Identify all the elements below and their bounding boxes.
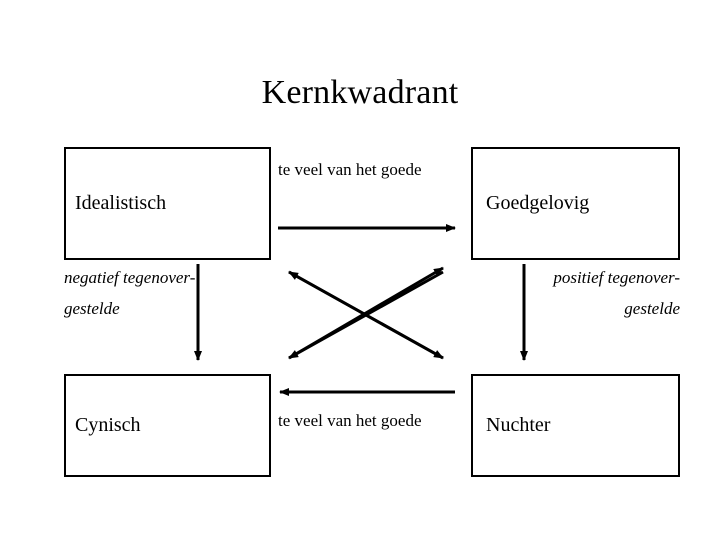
quadrant-box-bottom-right[interactable]: Nuchter <box>471 374 680 477</box>
quadrant-box-top-left[interactable]: Idealistisch <box>64 147 271 260</box>
quadrant-label-bottom-right: Nuchter <box>486 414 551 436</box>
caption-bottom: te veel van het goede <box>278 411 422 430</box>
quadrant-label-top-right: Goedgelovig <box>486 192 590 214</box>
quadrant-label-bottom-left: Cynisch <box>75 414 141 436</box>
side-label-left: negatief tegenover-gestelde <box>64 268 196 318</box>
page-title: Kernkwadrant <box>261 74 459 111</box>
quadrant-box-bottom-left[interactable]: Cynisch <box>64 374 271 477</box>
side-label-right: positief tegenover-gestelde <box>553 268 680 318</box>
quadrant-label-top-left: Idealistisch <box>75 192 167 214</box>
quadrant-box-top-right[interactable]: Goedgelovig <box>471 147 680 260</box>
caption-top: te veel van het goede <box>278 160 422 179</box>
arrow-diagonal-up-left <box>288 270 444 360</box>
